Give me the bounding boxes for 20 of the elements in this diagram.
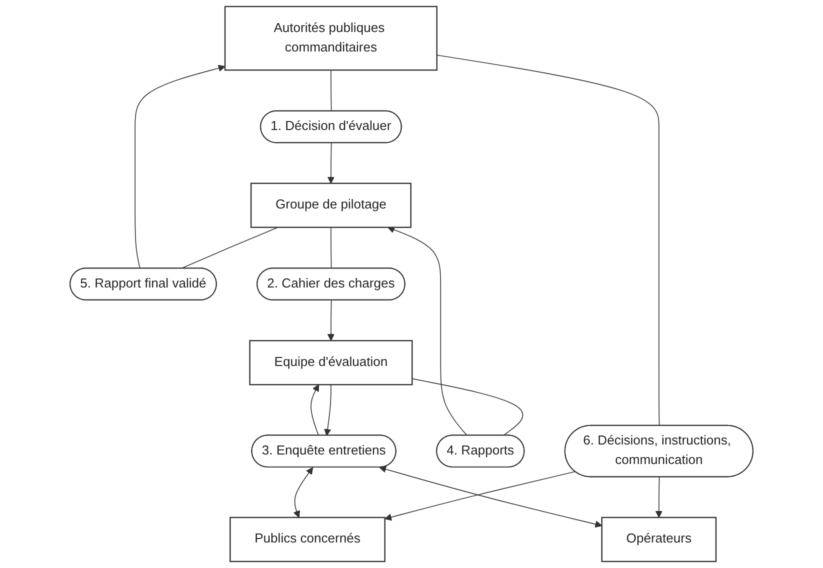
connector [436, 54, 660, 426]
arrow [324, 384, 332, 436]
arrow [384, 471, 576, 521]
connector [180, 226, 278, 269]
node-box: Publics concernés [230, 516, 386, 562]
arrow [327, 300, 335, 341]
connector [330, 226, 332, 269]
arrow [310, 384, 320, 436]
connector [412, 378, 524, 436]
node-box: Groupe de pilotage [250, 182, 412, 228]
node-box: Autorités publiques commanditaires [224, 6, 438, 71]
arrow [293, 467, 314, 518]
node-box: Opérateurs [601, 516, 717, 562]
connector [330, 70, 332, 112]
arrow [379, 466, 602, 528]
arrow [655, 476, 662, 518]
arrow [388, 226, 468, 436]
arrow [327, 142, 335, 184]
arrow [134, 64, 226, 269]
node-box: Equipe d'évaluation [249, 340, 413, 386]
